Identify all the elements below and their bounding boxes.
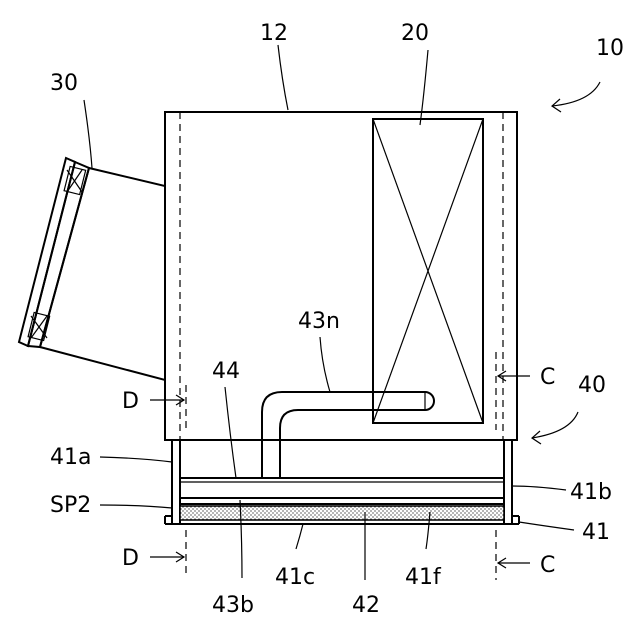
label-section-c-bottom: C xyxy=(540,553,555,578)
label-space: SP2 xyxy=(50,493,91,518)
label-section-d-bottom: D xyxy=(122,546,139,571)
heat-exchanger xyxy=(373,119,483,423)
label-section-d-top: D xyxy=(122,389,139,414)
label-drain-pan-unit: 40 xyxy=(578,373,606,398)
label-pan-wall-left: 41a xyxy=(50,445,91,470)
label-pipe-bottom: 43b xyxy=(212,593,254,618)
fan-unit xyxy=(19,158,165,380)
label-pan-bottom: 41c xyxy=(275,565,315,590)
label-drain-pan: 41 xyxy=(582,520,610,545)
insulation-layer xyxy=(180,506,504,520)
label-pan-wall-right: 41b xyxy=(570,480,612,505)
label-pan-floor: 41f xyxy=(405,565,442,590)
label-insulation: 42 xyxy=(352,593,380,618)
label-heat-exchanger: 20 xyxy=(401,21,429,46)
label-fan-unit: 30 xyxy=(50,71,78,96)
drain-pipe xyxy=(262,392,434,478)
drain-pan-unit xyxy=(165,440,519,524)
housing xyxy=(165,112,517,440)
label-pipe-nozzle: 43n xyxy=(298,309,340,334)
label-housing: 12 xyxy=(260,21,288,46)
label-assembly: 10 xyxy=(596,36,624,61)
label-plate: 44 xyxy=(212,359,240,384)
label-section-c-top: C xyxy=(540,365,555,390)
